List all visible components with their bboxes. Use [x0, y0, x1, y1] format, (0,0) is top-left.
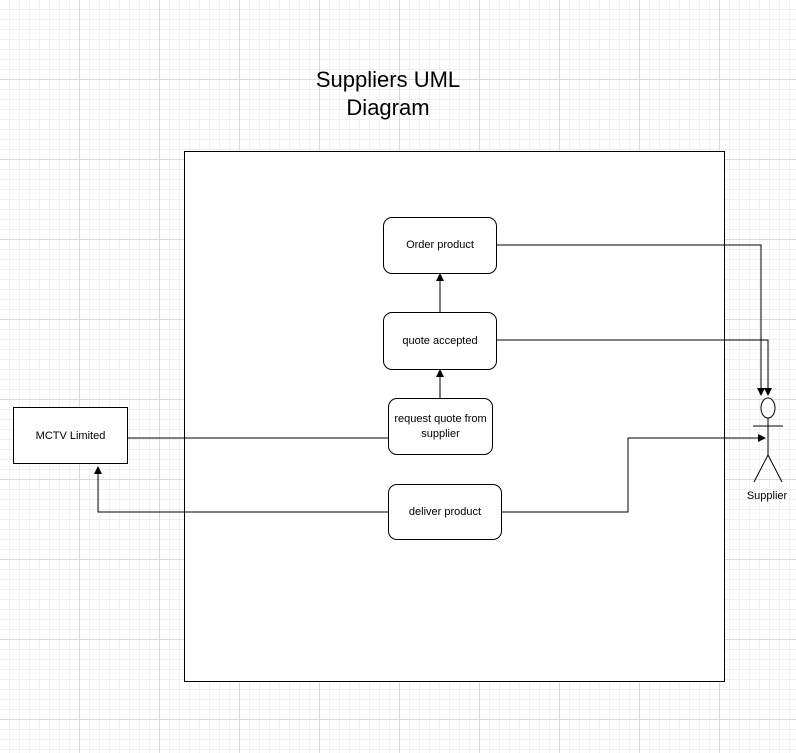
quote-accepted-label: quote accepted [402, 334, 478, 347]
connector-deliver-to-mctv [94, 466, 388, 513]
supplier-label: Supplier [746, 490, 788, 502]
deliver-product-label: deliver product [408, 505, 482, 518]
diagram-title: Suppliers UML Diagram [315, 67, 461, 120]
mctv-limited-actor[interactable]: MCTV Limited [13, 407, 128, 464]
mctv-limited-label: MCTV Limited [35, 429, 106, 442]
request-quote-usecase[interactable]: request quote from supplier [388, 398, 493, 455]
deliver-product-usecase[interactable]: deliver product [388, 484, 502, 540]
request-quote-label: request quote from supplier [394, 412, 487, 440]
connector-quote-to-supplier [497, 339, 772, 396]
quote-accepted-usecase[interactable]: quote accepted [383, 312, 497, 370]
supplier-actor-icon[interactable] [753, 397, 783, 483]
connector-deliver-to-supplier [502, 434, 766, 513]
order-product-label: Order product [406, 239, 474, 251]
order-product-usecase[interactable]: Order product [383, 217, 497, 274]
connector-order-to-supplier [497, 244, 765, 396]
